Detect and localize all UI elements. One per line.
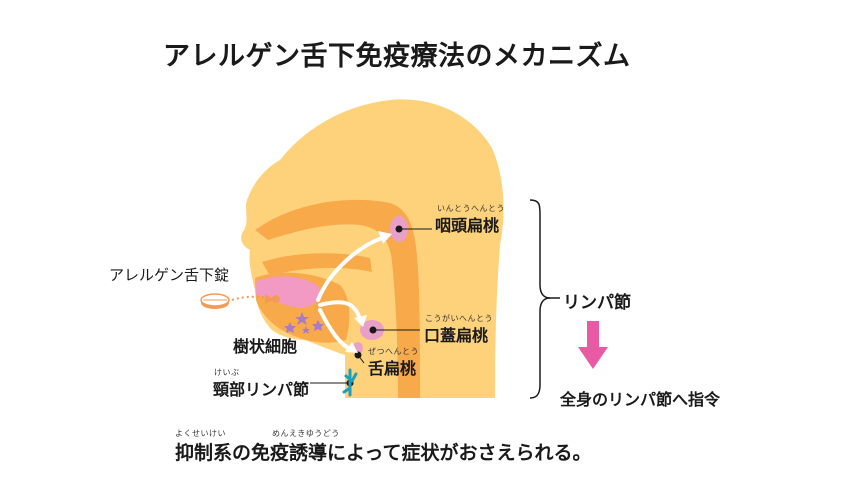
pharyngeal-tonsil-ruby: いんとうへんとう: [437, 204, 505, 213]
palatine-tonsil-label: 口蓋扁桃: [424, 326, 489, 345]
tablet-small: [272, 295, 280, 303]
lingual-tonsil-label: 舌扁桃: [368, 359, 417, 378]
page-title: アレルゲン舌下免疫療法のメカニズム: [163, 41, 631, 72]
tablet-path-arrowhead: [265, 294, 274, 304]
lingual-leader: [357, 354, 365, 364]
palate: [262, 253, 372, 276]
tablet-label: アレルゲン舌下錠: [109, 266, 230, 284]
lingual-tonsil-ruby: ぜつへんとう: [368, 347, 419, 356]
down-arrow-shape: [578, 321, 608, 369]
bottom-ruby-left: よくせいけい: [175, 429, 226, 438]
palatine-tonsil-ruby: こうがいへんとう: [425, 314, 493, 323]
lymph-bracket: [529, 199, 551, 399]
cervical-lymph-label: 頸部リンパ節: [213, 380, 310, 399]
instruction-label: 全身のリンパ節へ指令: [560, 390, 721, 409]
bottom-caption: 抑制系の免疫誘導によって症状がおさえられる。: [175, 442, 592, 464]
tablet-icon: [200, 293, 230, 309]
arrow-heads: [345, 231, 392, 353]
lymph-node-label: リンパ節: [563, 293, 631, 313]
lymph-vessel: [342, 368, 358, 397]
dendritic-cells: [284, 312, 324, 334]
bottom-ruby-right: めんえきゆうどう: [272, 429, 340, 438]
dendritic-cell-label: 樹状細胞: [233, 337, 298, 356]
cervical-lymph-ruby: けいぶ: [214, 368, 240, 377]
pharyngeal-tonsil-label: 咽頭扁桃: [435, 216, 500, 235]
